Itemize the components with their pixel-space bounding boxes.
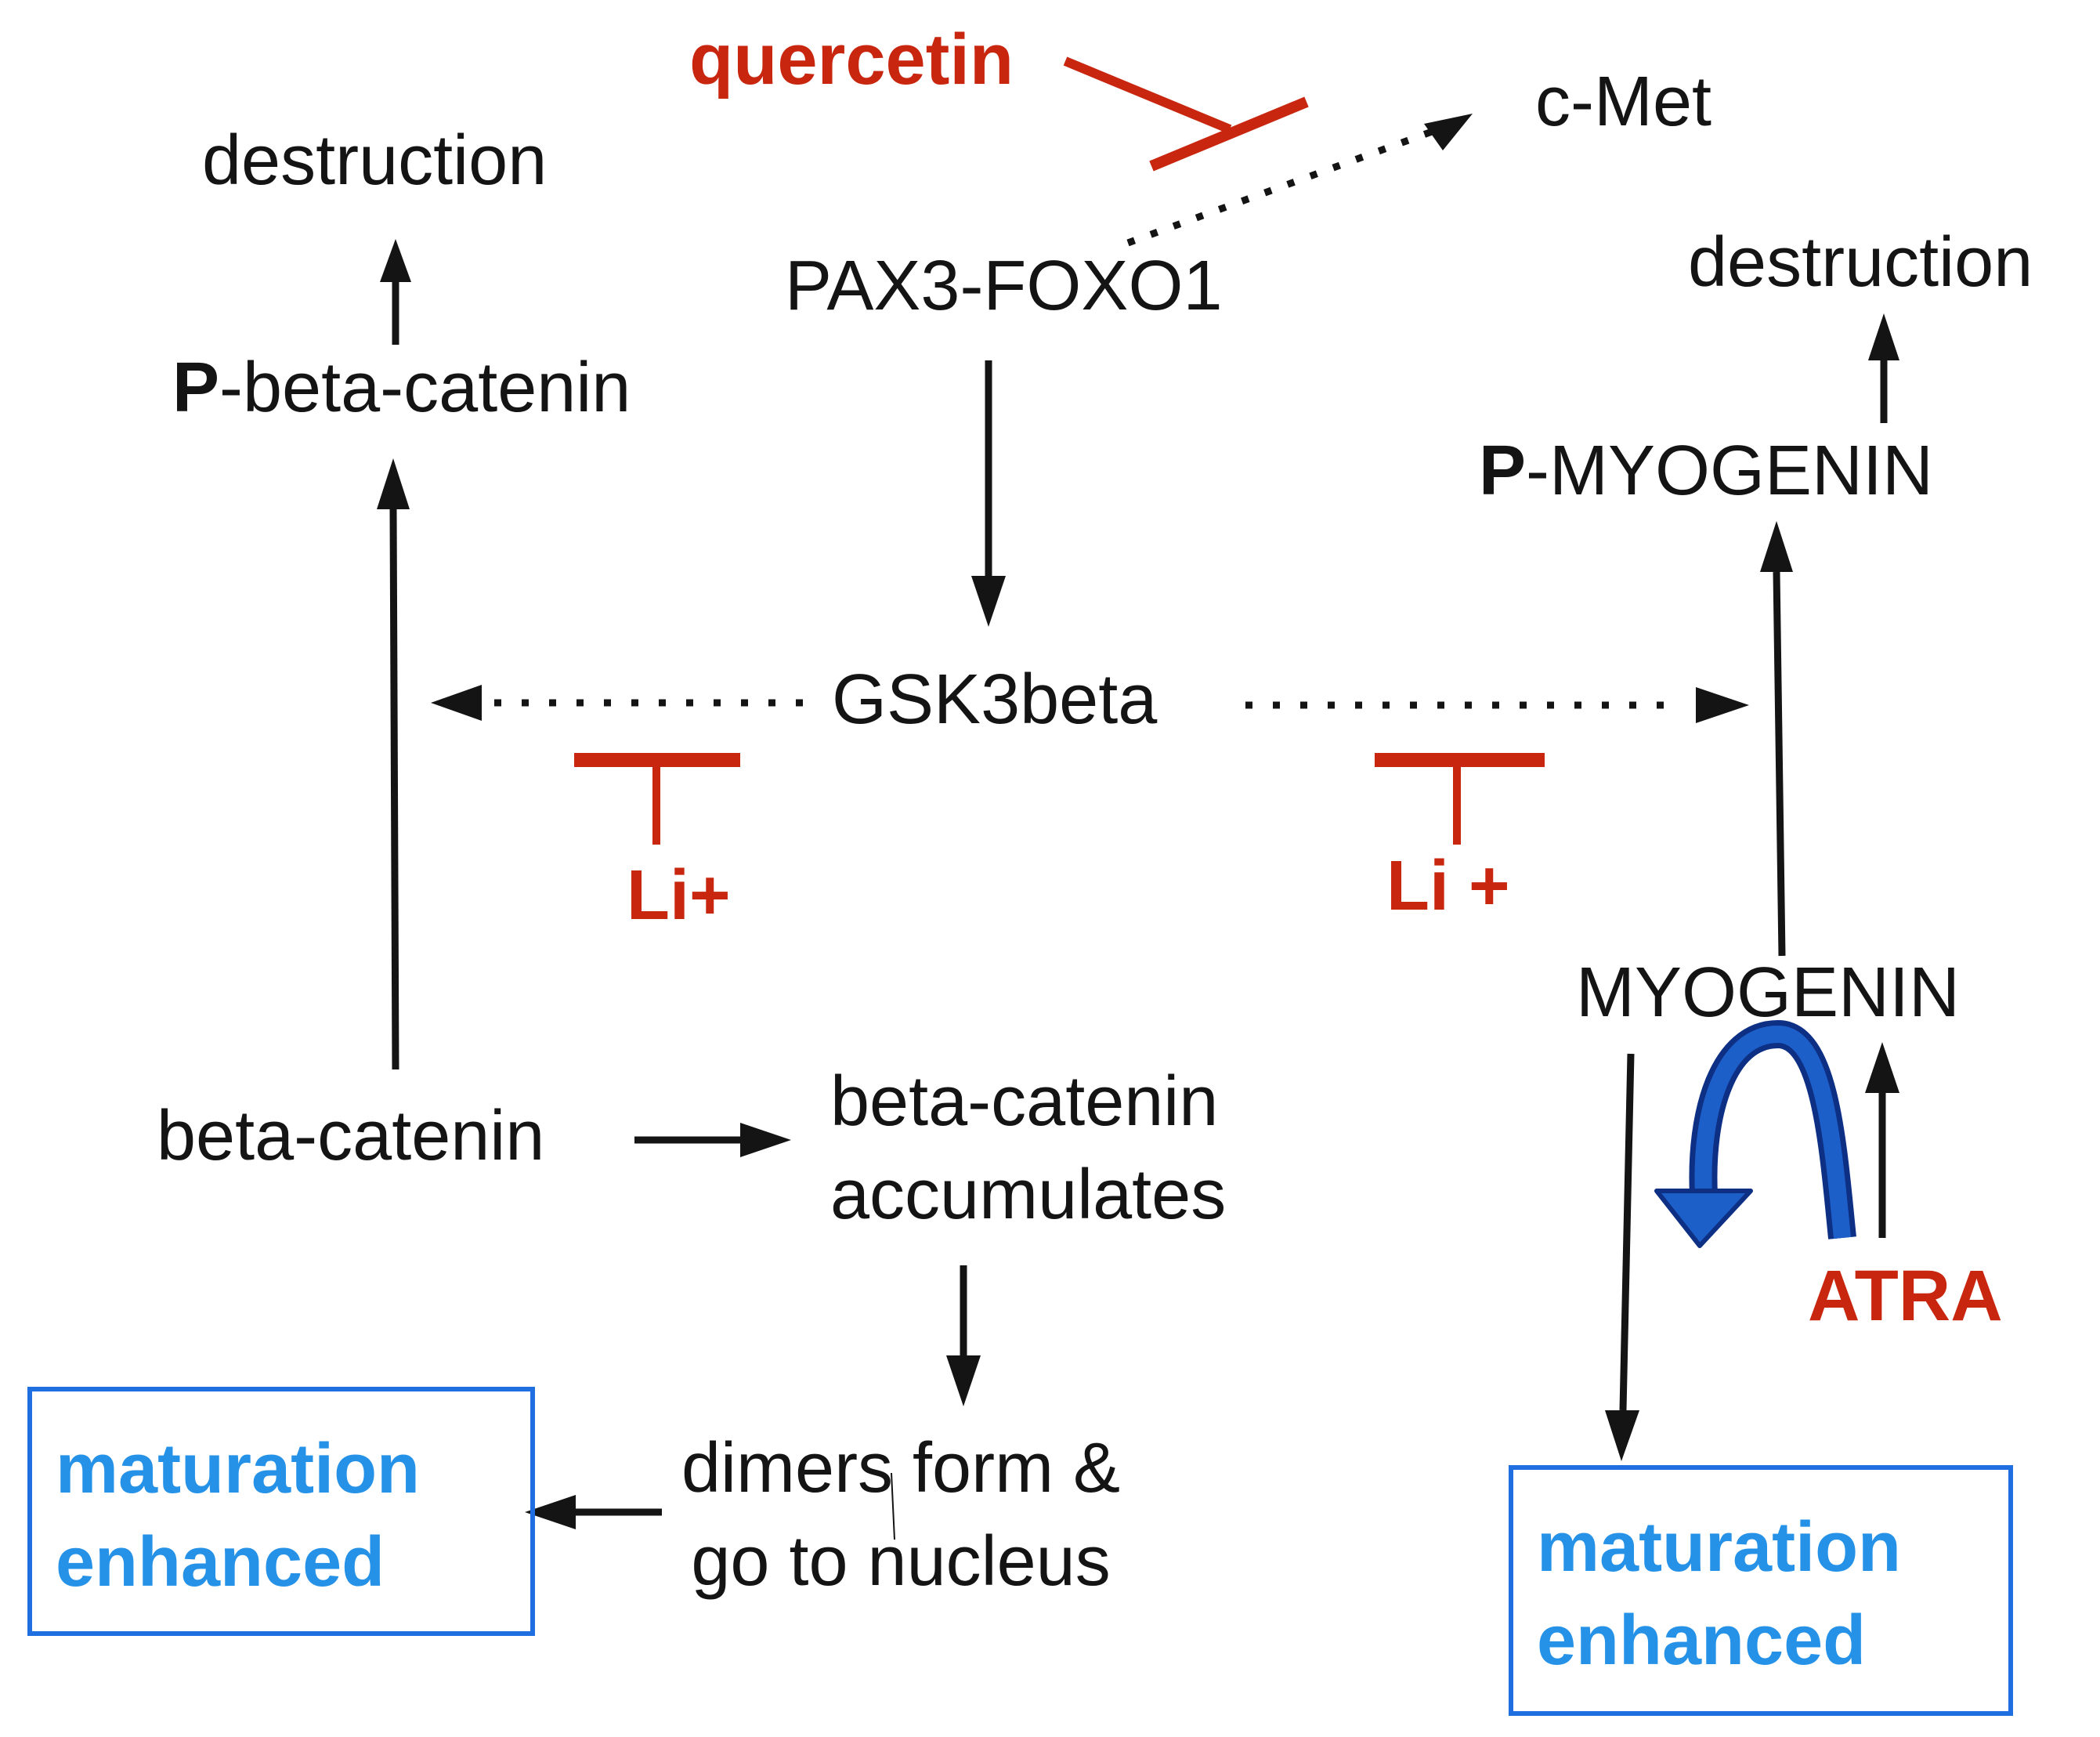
p-myogenin-text: -MYOGENIN (1526, 432, 1934, 510)
gsk3beta-to-beta-catenin-dotted-arrow (431, 685, 803, 721)
accumulates-to-dimers-arrow (946, 1265, 981, 1406)
accumulates-line1: beta-catenin (830, 1062, 1219, 1141)
destruction-right-label: destruction (1688, 223, 2033, 302)
p-beta-catenin-label: P-beta-catenin (172, 353, 631, 423)
li-left-label: Li+ (627, 856, 731, 935)
gsk3beta-label: GSK3beta (832, 660, 1158, 739)
accumulates-line2: accumulates (830, 1155, 1227, 1234)
li-left-inhibition-bar (574, 753, 740, 845)
beta-catenin-to-p-beta-catenin-arrow (377, 458, 410, 1070)
li-right-label: Li + (1386, 847, 1510, 925)
myogenin-label: MYOGENIN (1576, 954, 1961, 1032)
p-myogenin-to-destruction-arrow (1868, 313, 1899, 423)
pax3-to-gsk3beta-arrow (971, 360, 1006, 627)
myogenin-to-p-myogenin-arrow (1760, 521, 1793, 957)
maturation-enhanced-right-box: maturation enhanced (1509, 1465, 2013, 1716)
beta-catenin-label: beta-catenin (157, 1097, 545, 1175)
pax3-to-cmet-dotted-arrow (1126, 114, 1473, 247)
destruction-left-label: destruction (202, 121, 548, 200)
atra-to-myogenin-arrow (1865, 1042, 1899, 1238)
li-right-inhibition-bar (1375, 753, 1545, 845)
quercetin-inhibition-bar (1063, 56, 1309, 172)
maturation-enhanced-left-box: maturation enhanced (27, 1387, 535, 1636)
maturation-left-line2: enhanced (56, 1522, 385, 1601)
beta-catenin-accumulates-label: beta-catenin accumulates (830, 1055, 1226, 1242)
quercetin-label: quercetin (689, 20, 1014, 100)
dimers-to-maturation-arrow (525, 1495, 662, 1529)
p-beta-catenin-to-destruction-arrow (380, 239, 411, 345)
pax3-foxo1-label: PAX3-FOXO1 (785, 247, 1223, 325)
myogenin-to-maturation-arrow (1605, 1053, 1639, 1461)
cmet-label: c-Met (1535, 63, 1711, 141)
maturation-left-line1: maturation (56, 1430, 421, 1508)
maturation-right-line2: enhanced (1537, 1601, 1867, 1680)
phospho-prefix: P (172, 349, 220, 427)
gsk3beta-to-myogenin-dotted-arrow (1245, 687, 1749, 723)
stray-tick-mark (891, 1472, 895, 1540)
dimers-line1: dimers form & (681, 1429, 1121, 1507)
curved-feedback-arrow (1654, 1019, 1856, 1248)
p-beta-catenin-text: -beta-catenin (219, 349, 631, 427)
p-myogenin-label: P-MYOGENIN (1479, 436, 1933, 506)
atra-label: ATRA (1808, 1256, 2003, 1336)
maturation-right-line1: maturation (1537, 1508, 1902, 1587)
dimers-line2: go to nucleus (691, 1522, 1111, 1601)
dimers-label: dimers form & go to nucleus (681, 1422, 1120, 1609)
beta-catenin-to-accumulates-arrow (634, 1123, 791, 1157)
phospho-prefix: P (1479, 432, 1527, 510)
